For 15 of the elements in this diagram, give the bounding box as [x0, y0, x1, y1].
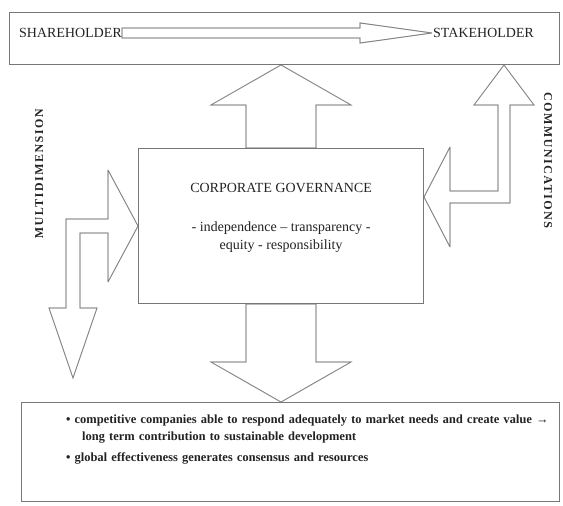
- block-arrow: [48, 170, 139, 380]
- header-band: [9, 12, 560, 65]
- block-arrow: [423, 64, 535, 248]
- block-arrow: [209, 64, 353, 148]
- bullet-item: • global effectiveness generates consensus and resources: [66, 448, 370, 466]
- block-arrow: [122, 22, 432, 44]
- note-box: [21, 402, 560, 502]
- block-arrow: [209, 304, 353, 403]
- bullet-item: • competitive companies able to respond adequately to market needs and create value → long term contribution to sustainable development: [66, 411, 550, 445]
- box-title: CORPORATE GOVERNANCE: [190, 181, 372, 197]
- vertical-label: MULTIDIMENSION: [32, 107, 47, 238]
- node-label: STAKEHOLDER: [433, 27, 534, 41]
- process-box: [138, 148, 424, 304]
- vertical-label: COMMUNICATIONS: [540, 92, 555, 230]
- box-text: - independence – transparency - equity - responsibility: [190, 219, 372, 256]
